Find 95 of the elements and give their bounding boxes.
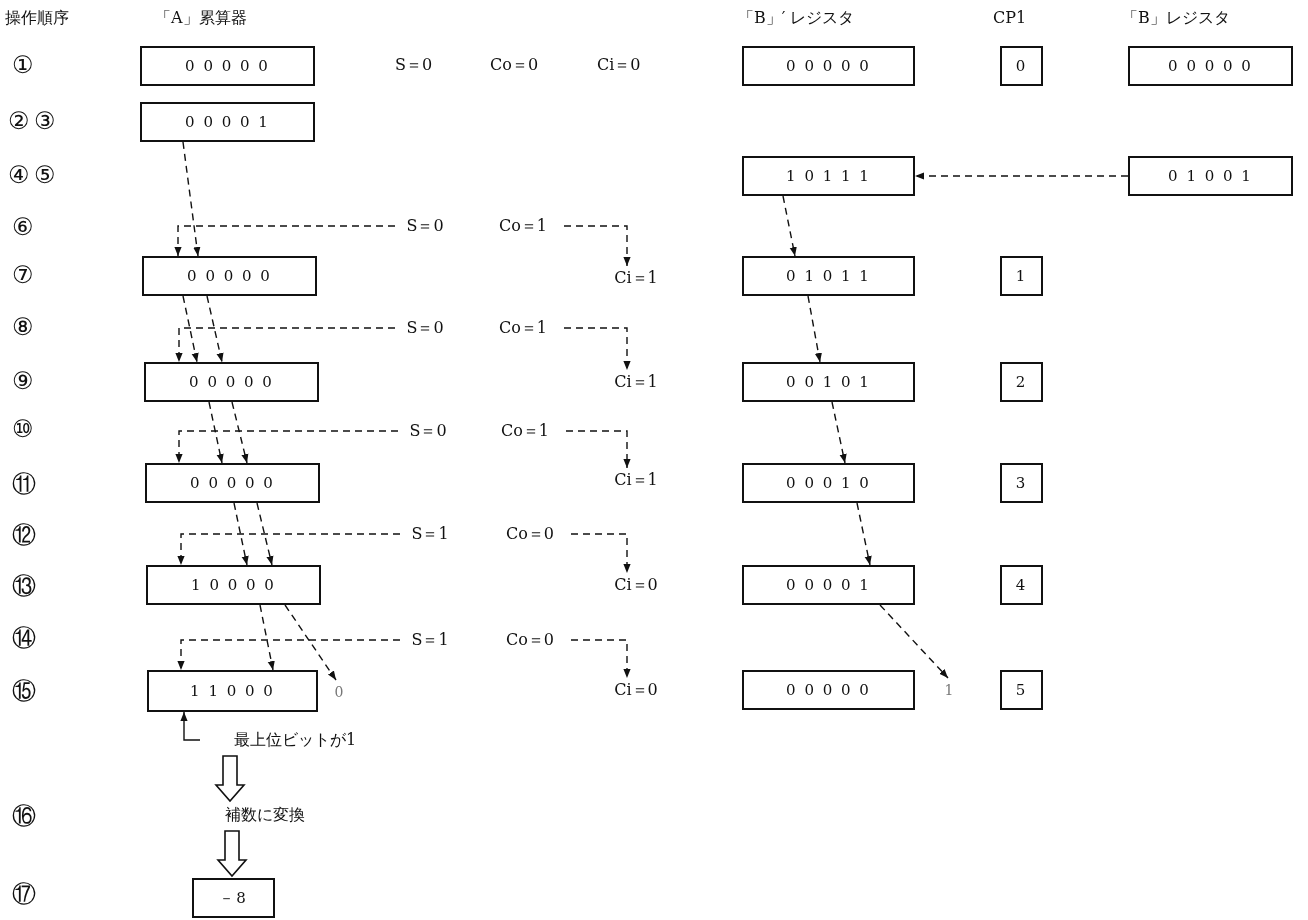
register-box: －8	[192, 878, 275, 918]
register-box: 0 0 0 0 0	[142, 256, 317, 296]
hollow-arrow	[216, 830, 248, 878]
register-box: 1	[1000, 256, 1043, 296]
register-box: 3	[1000, 463, 1043, 503]
note-text: 補数に変換	[205, 803, 325, 827]
signal-label: S＝0	[395, 55, 433, 76]
register-box: 0 0 0 0 0	[145, 463, 320, 503]
arrow	[831, 401, 847, 464]
column-heading: 「A」累算器	[155, 8, 247, 29]
arrow	[206, 295, 224, 363]
step-number: ④	[8, 161, 30, 189]
step-number: ②	[8, 107, 30, 135]
arrow	[782, 195, 797, 257]
column-heading: CP1	[993, 8, 1027, 27]
register-box: 0 0 1 0 1	[742, 362, 915, 402]
arrow	[259, 604, 275, 671]
bent-arrow	[177, 639, 401, 671]
shifted-bit: 0	[330, 680, 348, 704]
column-heading: 操作順序	[5, 8, 69, 29]
signal-label: Ci＝1	[605, 266, 667, 290]
column-heading: 「B」′ レジスタ	[738, 8, 855, 29]
signal-label: Ci＝0	[597, 55, 641, 76]
step-number: ⑨	[12, 367, 34, 395]
step-number: ⑬	[12, 571, 36, 602]
bent-arrow	[565, 430, 631, 469]
arrow	[231, 401, 249, 464]
signal-label: Co＝0	[497, 628, 563, 652]
step-number: ⑭	[12, 623, 36, 654]
note-text: 最上位ビットが1	[200, 728, 390, 752]
register-box: 1 1 0 0 0	[147, 670, 318, 712]
bent-arrow	[563, 327, 631, 371]
signal-label: Co＝1	[492, 419, 558, 443]
arrow	[233, 502, 249, 566]
register-box: 5	[1000, 670, 1043, 710]
signal-label: S＝1	[400, 628, 460, 652]
register-box: 0 0 0 0 0	[1128, 46, 1293, 86]
hollow-arrow	[214, 755, 246, 803]
bent-arrow	[175, 430, 399, 464]
register-box: 1 0 0 0 0	[146, 565, 321, 605]
signal-label: Co＝1	[490, 316, 556, 340]
signal-label: Ci＝0	[605, 678, 667, 702]
arrow	[807, 295, 822, 363]
signal-label: S＝0	[398, 419, 458, 443]
register-box: 0 0 0 0 0	[144, 362, 319, 402]
column-heading: 「B」レジスタ	[1122, 8, 1230, 29]
arrow	[914, 172, 1129, 180]
step-number: ⑩	[12, 415, 34, 443]
register-box: 4	[1000, 565, 1043, 605]
bent-arrow	[570, 639, 631, 679]
register-box: 0 1 0 0 1	[1128, 156, 1293, 196]
step-number: ①	[12, 51, 34, 79]
register-box: 0 0 0 0 1	[140, 102, 315, 142]
register-box: 0 0 0 0 0	[140, 46, 315, 86]
signal-label: S＝0	[395, 214, 455, 238]
step-number: ⑮	[12, 676, 36, 707]
step-number: ⑥	[12, 213, 34, 241]
signal-label: S＝0	[395, 316, 455, 340]
bent-arrow	[563, 225, 631, 267]
step-number: ⑦	[12, 261, 34, 289]
arrow	[856, 502, 872, 566]
arrow	[256, 502, 274, 566]
shifted-bit: 1	[942, 678, 956, 702]
arrow	[182, 295, 199, 363]
signal-label: Ci＝1	[605, 468, 667, 492]
bent-arrow	[175, 327, 396, 363]
arrow	[182, 141, 201, 257]
register-box: 0 0 0 1 0	[742, 463, 915, 503]
register-box: 0 0 0 0 0	[742, 670, 915, 710]
step-number: ⑪	[12, 469, 36, 500]
register-box: 2	[1000, 362, 1043, 402]
register-box: 0	[1000, 46, 1043, 86]
step-number: ⑰	[12, 879, 36, 910]
step-number: ③	[34, 107, 56, 135]
signal-label: Ci＝0	[605, 573, 667, 597]
register-box: 0 1 0 1 1	[742, 256, 915, 296]
register-box: 1 0 1 1 1	[742, 156, 915, 196]
signal-label: Ci＝1	[605, 370, 667, 394]
step-number: ⑧	[12, 313, 34, 341]
step-number: ⑫	[12, 520, 36, 551]
arrow	[208, 401, 224, 464]
step-number: ⑤	[34, 161, 56, 189]
bent-arrow	[174, 225, 396, 257]
signal-label: Co＝0	[490, 55, 539, 76]
register-box: 0 0 0 0 1	[742, 565, 915, 605]
register-box: 0 0 0 0 0	[742, 46, 915, 86]
bent-arrow	[570, 533, 631, 574]
step-number: ⑯	[12, 801, 36, 832]
signal-label: Co＝1	[490, 214, 556, 238]
leader-line	[180, 711, 201, 741]
signal-label: Co＝0	[497, 522, 563, 546]
arrow	[879, 604, 949, 679]
signal-label: S＝1	[400, 522, 460, 546]
bent-arrow	[177, 533, 401, 566]
arrow	[284, 604, 337, 681]
